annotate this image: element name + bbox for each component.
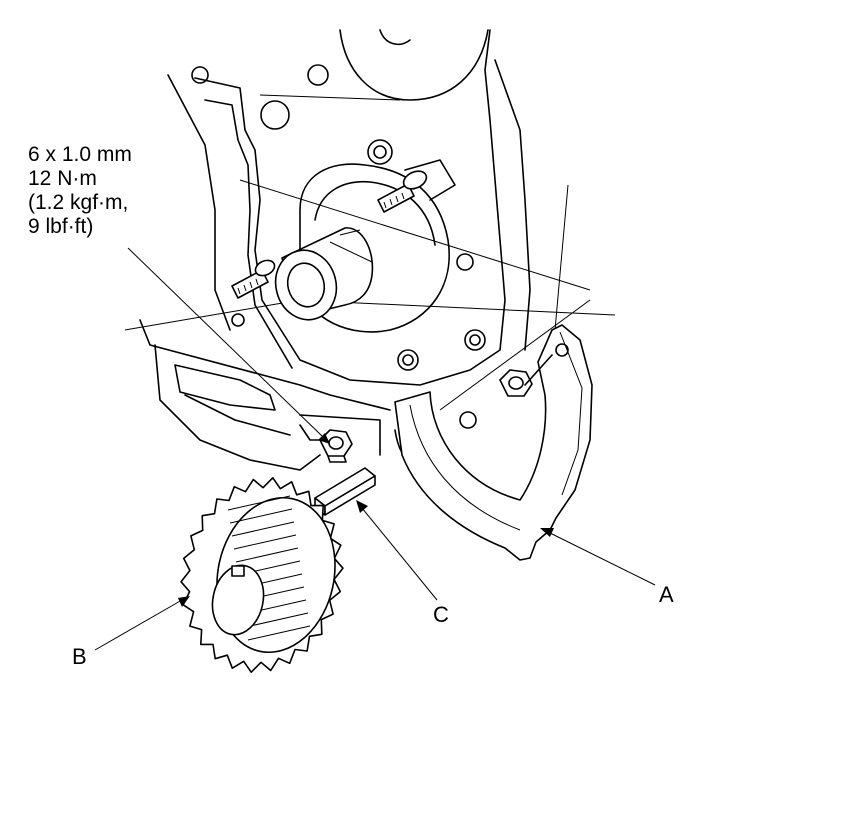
sprocket-spline [233,534,297,550]
sprocket-spline [231,521,295,537]
leader-line-c [356,500,438,601]
spec-torque-lbfft: 9 lbf·ft) [28,215,94,238]
spec-bolt-size: 6 x 1.0 mm [28,143,132,166]
sprocket-spline [235,547,299,563]
leader-line-b [94,596,190,651]
guide-plate-nut-icon [499,369,533,397]
crankshaft-guide-plate-drawing [394,324,593,561]
crankshaft-sprocket-drawing [180,477,344,673]
sprocket-spline [229,508,293,524]
sprocket-spline [227,495,291,511]
leader-line-a [540,528,656,586]
callout-a: A [659,582,674,607]
engine-block-drawing [124,29,616,471]
spec-torque-kgfm: (1.2 kgf·m, [28,191,129,214]
sprocket-spline [245,612,309,628]
spec-torque-nm: 12 N·m [28,167,97,190]
sprocket-spline [247,625,311,641]
callout-b: B [72,644,87,669]
woodruff-key-drawing [314,467,376,516]
spec-leader-line [127,247,330,444]
stud-left [231,259,276,299]
callout-c: C [433,602,449,627]
torque-spec: 6 x 1.0 mm 12 N·m (1.2 kgf·m, 9 lbf·ft) [28,143,132,239]
stud-right [377,159,456,213]
